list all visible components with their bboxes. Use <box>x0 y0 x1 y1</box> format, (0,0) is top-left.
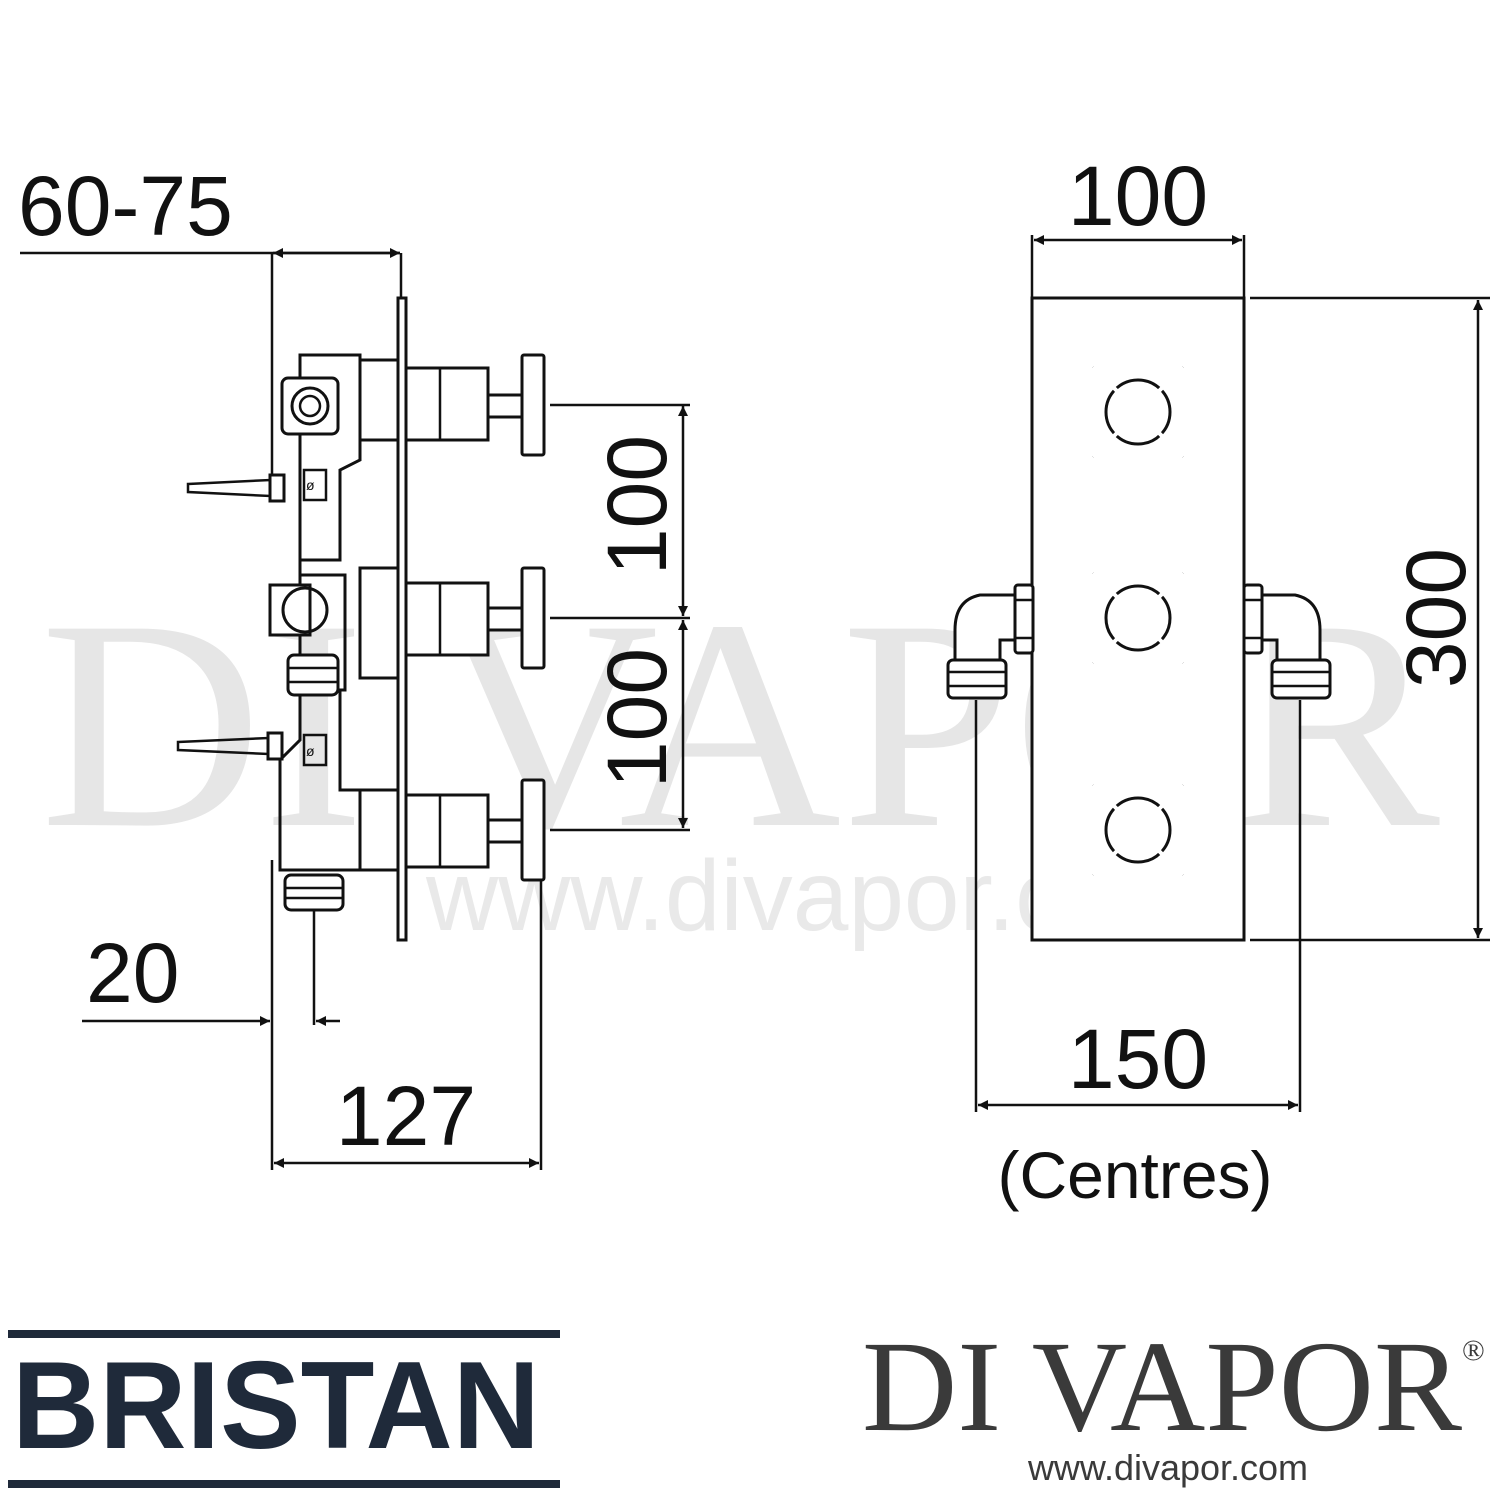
svg-text:ø: ø <box>306 477 315 493</box>
divapor-logo: DI VAPOR ® www.divapor.com <box>862 1315 1485 1488</box>
divapor-registered-mark: ® <box>1462 1334 1485 1367</box>
dim-depth-label: 60-75 <box>18 159 233 253</box>
front-left-inlet <box>946 583 1035 700</box>
divapor-url: www.divapor.com <box>1027 1447 1308 1488</box>
front-right-inlet <box>1242 583 1332 700</box>
dim-spacing-top-label: 100 <box>590 435 684 575</box>
dim-total-depth-label: 127 <box>336 1069 476 1163</box>
dim-plate-height-label: 300 <box>1389 548 1483 688</box>
side-handle-bottom <box>358 778 546 882</box>
dim-centres-label: 150 <box>1068 1012 1208 1106</box>
bristan-logo-text: BRISTAN <box>12 1337 540 1475</box>
centres-caption: (Centres) <box>997 1138 1272 1212</box>
front-view: 100 300 150 (Centres) <box>946 149 1490 1212</box>
bristan-logo: BRISTAN <box>8 1330 560 1488</box>
bristan-logo-bottom-bar <box>8 1480 560 1488</box>
side-handle-top <box>358 353 546 457</box>
bristan-logo-top-bar <box>8 1330 560 1338</box>
dim-plate-width-label: 100 <box>1068 149 1208 243</box>
side-view: ø ø <box>18 159 690 1170</box>
divapor-logo-text: DI VAPOR <box>862 1315 1462 1459</box>
front-handle-middle <box>1091 571 1185 665</box>
front-handle-bottom <box>1091 783 1185 877</box>
dim-offset-label: 20 <box>86 926 179 1020</box>
front-handle-top <box>1091 365 1185 459</box>
dim-spacing-bottom-label: 100 <box>590 648 684 788</box>
side-handle-middle <box>358 566 546 680</box>
svg-text:ø: ø <box>306 743 315 759</box>
